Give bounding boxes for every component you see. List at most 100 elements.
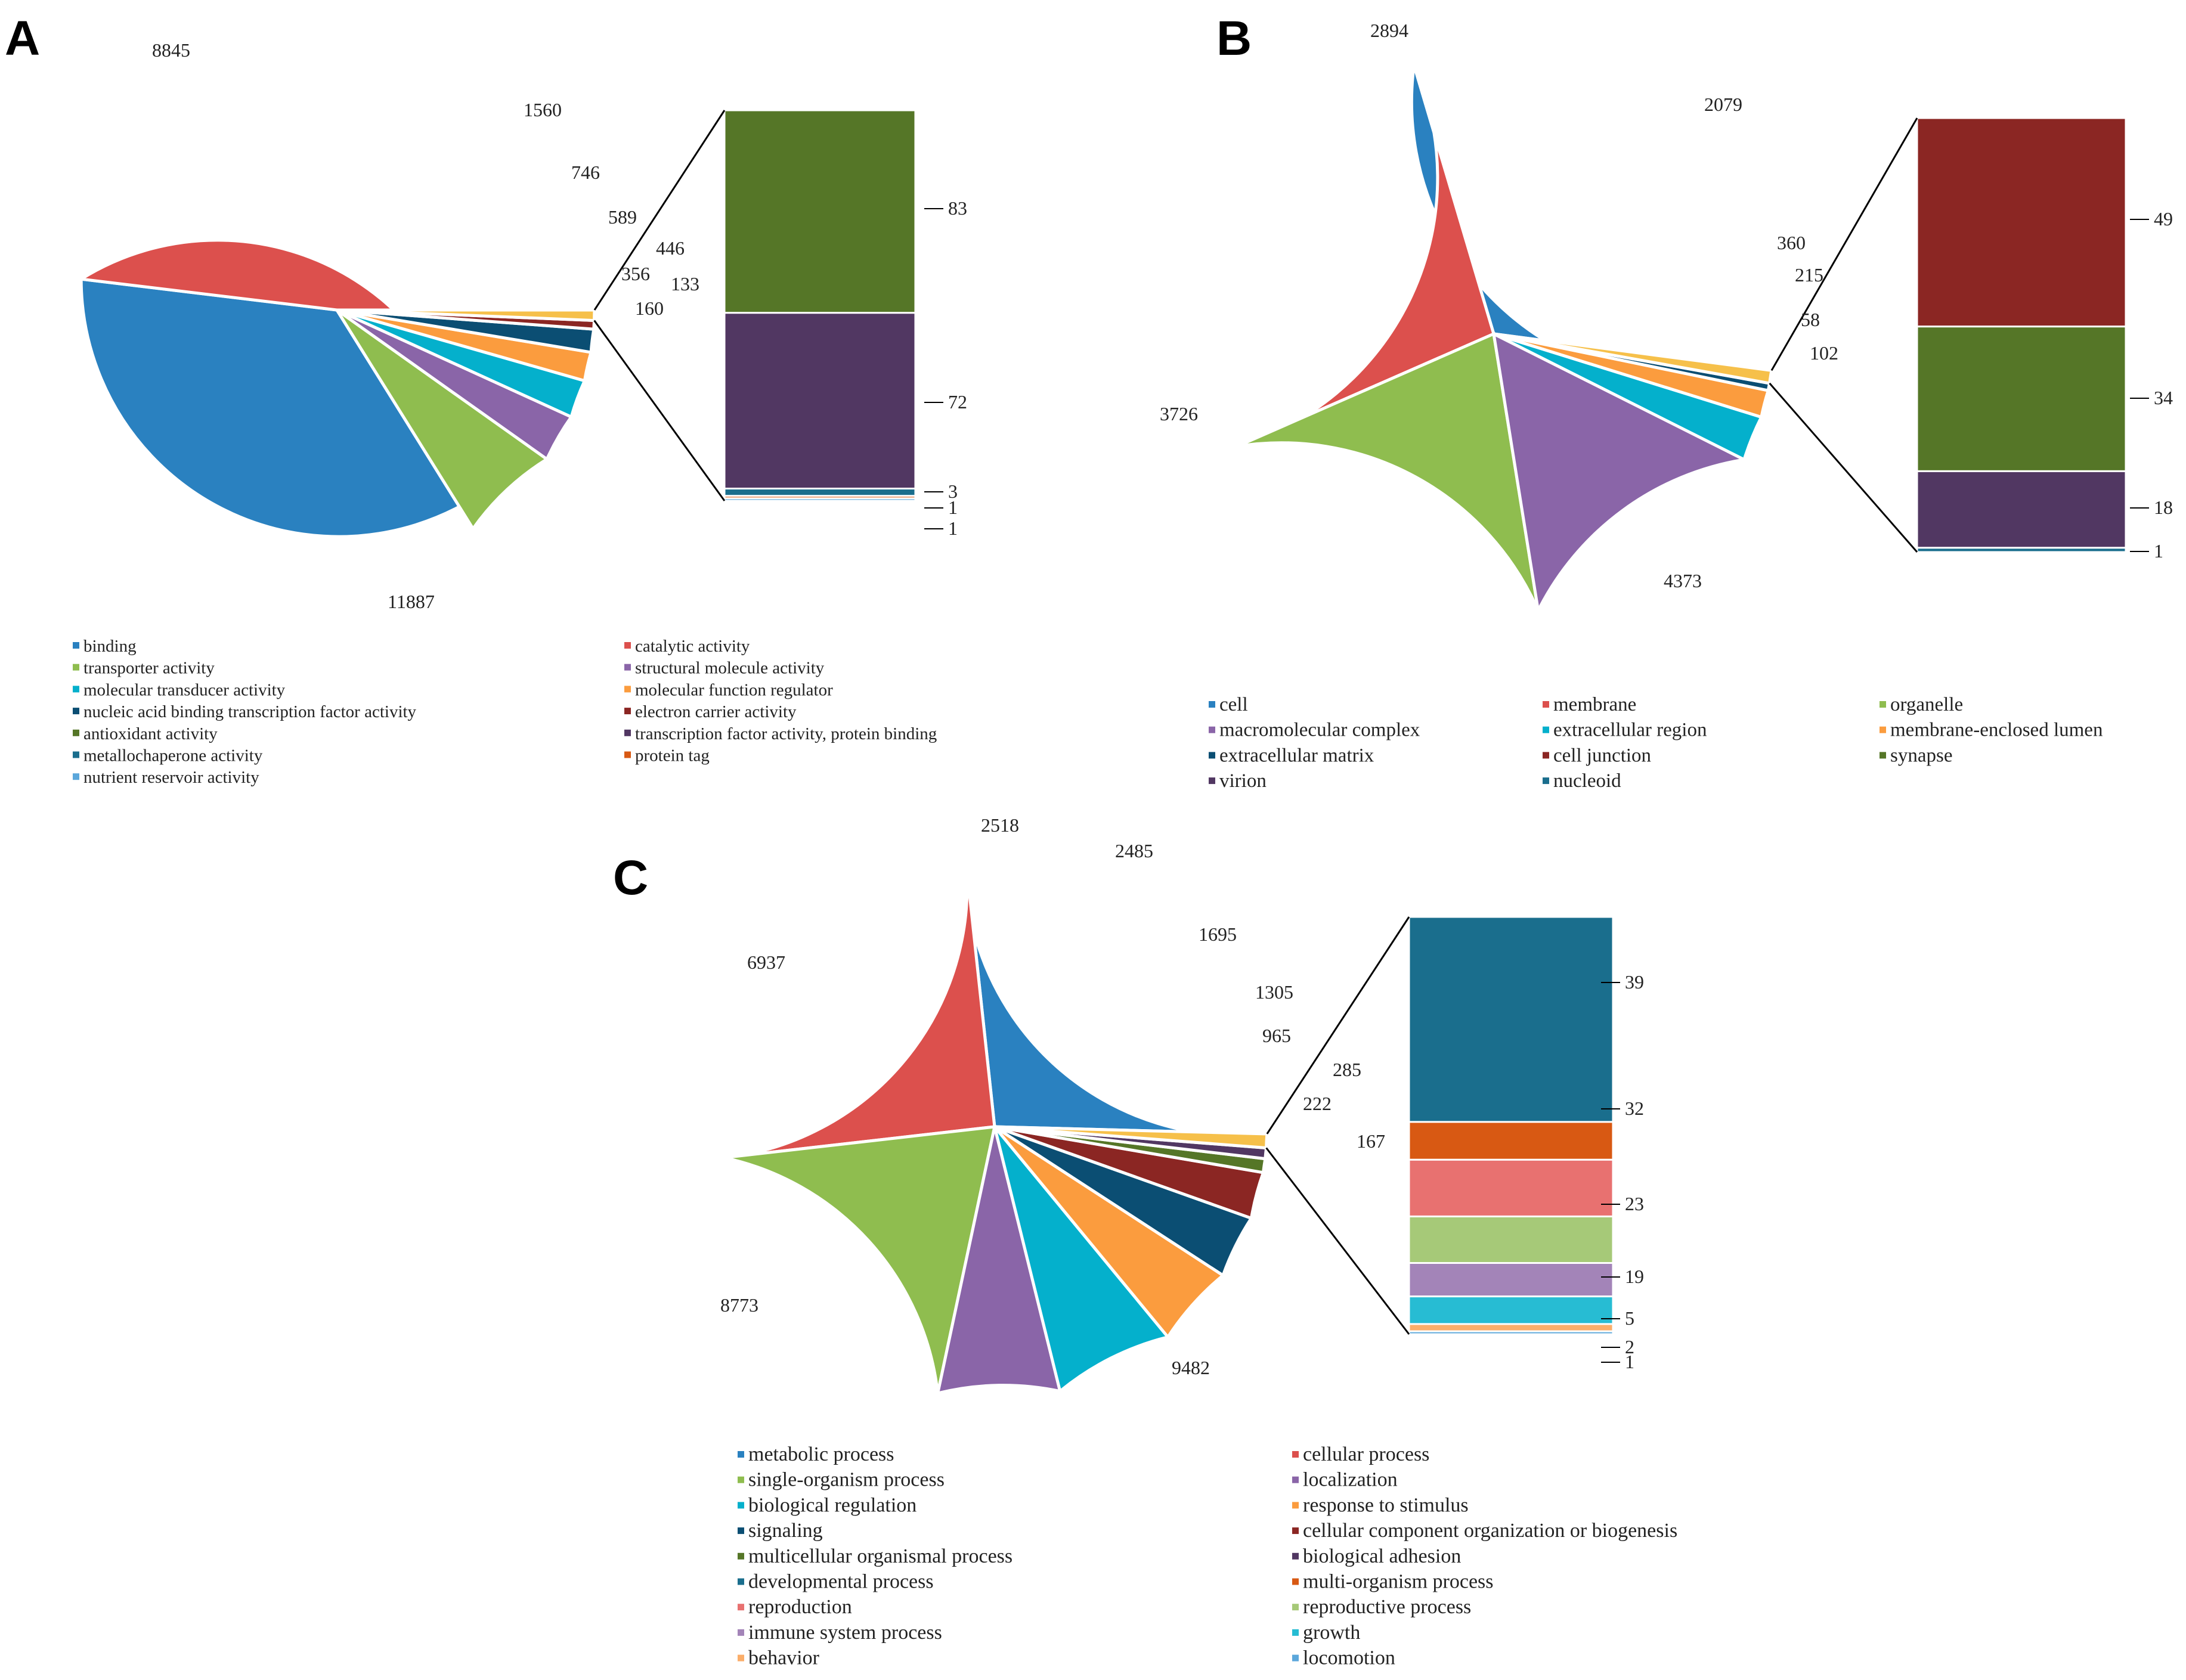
legend-swatch-c-9 bbox=[1292, 1552, 1299, 1560]
legend-label-a-12: nutrient reservoir activity bbox=[83, 768, 259, 787]
legend-label-b-6: extracellular matrix bbox=[1219, 745, 1374, 766]
legend-label-c-1: cellular process bbox=[1303, 1443, 1429, 1465]
pie-label-c-6: 1305 bbox=[1255, 981, 1293, 1003]
pie-label-a-8: 160 bbox=[635, 297, 664, 319]
legend-label-c-10: developmental process bbox=[748, 1571, 934, 1593]
panel-c-letter: C bbox=[613, 851, 648, 905]
legend-swatch-c-15 bbox=[1292, 1629, 1299, 1636]
legend-label-c-6: signaling bbox=[748, 1520, 823, 1542]
pie-label-a-0: 11887 bbox=[388, 591, 435, 612]
legend-swatch-c-14 bbox=[738, 1629, 744, 1636]
pie-slice-a-other bbox=[336, 308, 596, 323]
pie-slice-a-2 bbox=[335, 308, 550, 532]
pie-slice-b-3 bbox=[1491, 331, 1750, 616]
legend-label-c-11: multi-organism process bbox=[1303, 1571, 1494, 1593]
legend-swatch-b-8 bbox=[1880, 752, 1886, 759]
pie-slice-c-other bbox=[994, 1125, 1269, 1150]
pie-slice-b-other bbox=[1493, 332, 1773, 385]
legend-label-b-9: virion bbox=[1219, 770, 1267, 792]
breakout-label-c-3: 19 bbox=[1625, 1266, 1644, 1287]
pie-label-a-3: 746 bbox=[571, 162, 600, 183]
pie-label-c-7: 965 bbox=[1262, 1025, 1291, 1046]
legend-swatch-b-7 bbox=[1543, 752, 1549, 759]
pie-label-c-5: 1695 bbox=[1199, 923, 1237, 945]
connector-line-c-lower bbox=[1265, 1147, 1410, 1335]
legend-swatch-a-10 bbox=[73, 751, 79, 758]
breakout-label-a-3: 1 bbox=[948, 497, 958, 518]
legend-swatch-c-6 bbox=[738, 1527, 744, 1535]
breakout-label-c-0: 39 bbox=[1625, 971, 1644, 993]
pie-label-b-2: 2894 bbox=[1370, 20, 1408, 41]
breakout-label-a-4: 1 bbox=[948, 517, 958, 539]
legend-swatch-a-5 bbox=[624, 686, 631, 693]
legend-label-b-1: membrane bbox=[1553, 694, 1636, 715]
legend-swatch-b-10 bbox=[1543, 777, 1549, 785]
legend-swatch-b-3 bbox=[1209, 726, 1215, 733]
legend-swatch-b-4 bbox=[1543, 726, 1549, 733]
pie-label-c-8: 285 bbox=[1333, 1059, 1361, 1080]
legend-label-b-8: synapse bbox=[1890, 745, 1952, 766]
breakout-bar-c-6 bbox=[1408, 1323, 1614, 1332]
legend-label-c-12: reproduction bbox=[748, 1596, 852, 1618]
breakout-bar-c-5 bbox=[1408, 1295, 1614, 1325]
legend-swatch-b-6 bbox=[1209, 752, 1215, 759]
breakout-label-c-4: 5 bbox=[1625, 1307, 1634, 1329]
breakout-bar-a-0 bbox=[723, 109, 916, 314]
breakout-bar-a-4 bbox=[723, 497, 916, 502]
breakout-bar-c-3 bbox=[1408, 1215, 1614, 1264]
legend-swatch-c-13 bbox=[1292, 1604, 1299, 1611]
breakout-label-b-1: 34 bbox=[2154, 387, 2173, 408]
legend-label-b-10: nucleoid bbox=[1553, 770, 1621, 792]
breakout-label-a-2: 3 bbox=[948, 481, 958, 502]
legend-label-c-5: response to stimulus bbox=[1303, 1494, 1469, 1516]
pie-label-b-4: 360 bbox=[1777, 232, 1806, 253]
pie-label-c-10: 167 bbox=[1357, 1130, 1385, 1152]
breakout-bar-a-2 bbox=[723, 488, 916, 497]
connector-line-a-upper bbox=[593, 110, 726, 311]
legend-swatch-c-11 bbox=[1292, 1578, 1299, 1585]
panel-b-letter: B bbox=[1216, 11, 1252, 66]
breakout-label-c-1: 32 bbox=[1625, 1098, 1644, 1119]
legend-label-b-4: extracellular region bbox=[1553, 720, 1707, 741]
legend-label-c-2: single-organism process bbox=[748, 1469, 945, 1491]
legend-swatch-b-1 bbox=[1543, 701, 1549, 708]
legend-swatch-c-16 bbox=[738, 1654, 744, 1662]
breakout-bar-c-7 bbox=[1408, 1330, 1614, 1335]
legend-label-c-14: immune system process bbox=[748, 1622, 942, 1644]
legend-label-a-4: molecular transducer activity bbox=[83, 680, 286, 699]
pie-slice-c-1 bbox=[723, 856, 996, 1160]
breakout-label-c-5: 2 bbox=[1625, 1336, 1634, 1357]
legend-swatch-a-0 bbox=[73, 642, 79, 649]
legend-swatch-b-0 bbox=[1209, 701, 1215, 708]
legend-label-a-0: binding bbox=[83, 637, 137, 656]
pie-label-a-5: 446 bbox=[656, 237, 685, 259]
legend-label-c-8: multicellular organismal process bbox=[748, 1545, 1013, 1567]
pie-slice-b-2 bbox=[1236, 331, 1540, 612]
legend-label-c-13: reproductive process bbox=[1303, 1596, 1471, 1618]
pie-label-b-0: 4373 bbox=[1664, 570, 1702, 591]
breakout-bar-b-1 bbox=[1916, 326, 2127, 472]
legend-swatch-c-5 bbox=[1292, 1502, 1299, 1509]
pie-label-c-3: 2518 bbox=[981, 814, 1019, 836]
legend-swatch-a-3 bbox=[624, 664, 631, 671]
connector-line-c-upper bbox=[1266, 916, 1410, 1135]
pie-slice-c-2 bbox=[723, 1125, 997, 1394]
legend-swatch-c-3 bbox=[1292, 1476, 1299, 1483]
legend-swatch-a-11 bbox=[624, 751, 631, 758]
legend-label-c-0: metabolic process bbox=[748, 1443, 894, 1465]
legend-swatch-b-2 bbox=[1880, 701, 1886, 708]
breakout-bar-c-4 bbox=[1408, 1261, 1614, 1298]
connector-line-b-upper bbox=[1770, 117, 1918, 371]
pie-label-c-9: 222 bbox=[1303, 1093, 1332, 1114]
pie-label-c-0: 9482 bbox=[1172, 1357, 1210, 1378]
legend-label-c-3: localization bbox=[1303, 1469, 1398, 1491]
pie-label-a-2: 1560 bbox=[524, 99, 562, 120]
pie-label-b-1: 3726 bbox=[1160, 403, 1198, 424]
legend-label-a-7: electron carrier activity bbox=[635, 702, 797, 721]
legend-swatch-c-7 bbox=[1292, 1527, 1299, 1535]
legend-label-c-15: growth bbox=[1303, 1622, 1360, 1644]
pie-label-c-1: 8773 bbox=[720, 1294, 758, 1316]
connector-line-a-lower bbox=[593, 320, 726, 501]
